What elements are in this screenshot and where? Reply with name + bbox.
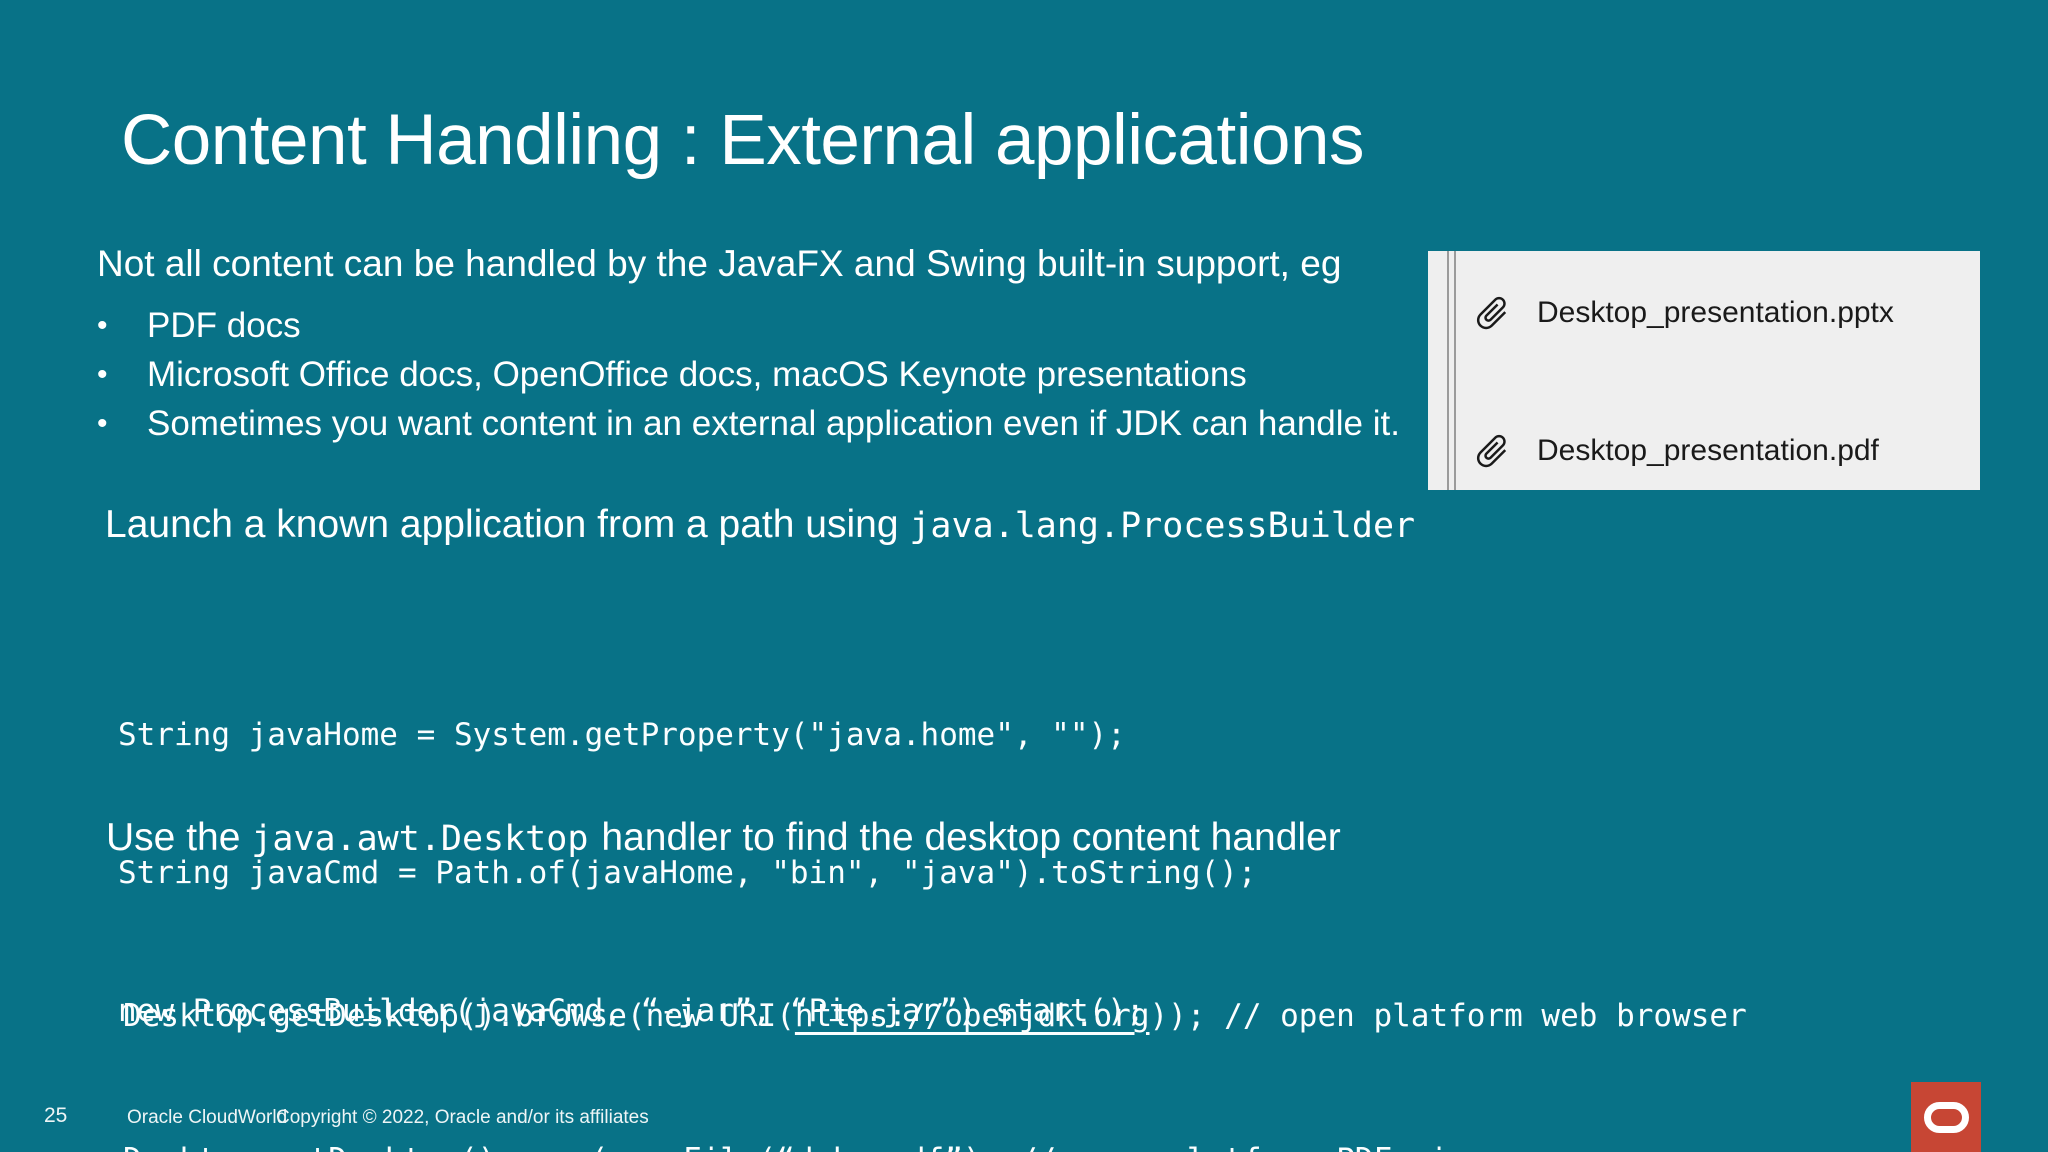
bullet-dot: • — [97, 407, 108, 440]
paperclip-icon — [1464, 423, 1521, 480]
desktop-statement-prefix: Use the — [106, 816, 252, 859]
footer-event-name: Oracle CloudWorld — [127, 1107, 288, 1128]
attachment-item-pptx[interactable]: Desktop_presentation.pptx — [1472, 285, 1894, 341]
page-number: 25 — [44, 1104, 68, 1127]
attachment-item-pdf[interactable]: Desktop_presentation.pdf — [1472, 423, 1879, 479]
code-line: new ProcessBuilder(javaCmd, “-jar”, “Pie… — [118, 993, 1145, 1029]
desktop-statement-suffix: handler to find the desktop content hand… — [601, 816, 1341, 859]
inline-code-desktop: java.awt.Desktop — [251, 819, 589, 859]
bullet-list: • PDF docs • Microsoft Office docs, Open… — [97, 308, 1400, 455]
code-line: String javaHome = System.getProperty("ja… — [118, 717, 1126, 753]
code-text: )); // open platform web browser — [1149, 998, 1747, 1034]
code-line: String javaCmd = Path.of(javaHome, "bin"… — [118, 855, 1257, 891]
desktop-statement: Use the java.awt.Desktop handler to find … — [106, 816, 1341, 860]
launch-statement-text: Launch a known application from a path u… — [105, 503, 910, 546]
attachment-filename: Desktop_presentation.pptx — [1537, 296, 1894, 329]
code-text: Desktop.getDesktop().browse(new URI( — [123, 998, 795, 1034]
launch-statement: Launch a known application from a path u… — [105, 503, 1415, 547]
attachment-filename: Desktop_presentation.pdf — [1537, 434, 1879, 467]
bullet-item: • PDF docs — [97, 308, 1400, 343]
footer-copyright: Copyright © 2022, Oracle and/or its affi… — [276, 1107, 649, 1128]
bullet-dot: • — [97, 309, 108, 342]
bullet-text: Sometimes you want content in an externa… — [147, 404, 1400, 443]
code-line: Desktop.getDesktop().open(new File(“duke… — [123, 1136, 1747, 1152]
attachment-panel: Desktop_presentation.pptx Desktop_presen… — [1428, 251, 1980, 490]
panel-divider-line — [1447, 251, 1449, 490]
bullet-text: PDF docs — [147, 306, 301, 345]
code-line: Desktop.getDesktop().browse(new URI(http… — [123, 992, 1747, 1040]
paperclip-icon — [1464, 285, 1521, 342]
code-block-processbuilder: String javaHome = System.getProperty("ja… — [118, 620, 1256, 1126]
code-block-desktop: Desktop.getDesktop().browse(new URI(http… — [123, 896, 1747, 1152]
bullet-item: • Sometimes you want content in an exter… — [97, 406, 1400, 441]
oracle-o-icon — [1923, 1101, 1969, 1133]
bullet-item: • Microsoft Office docs, OpenOffice docs… — [97, 357, 1400, 392]
intro-text: Not all content can be handled by the Ja… — [97, 243, 1342, 284]
inline-code-processbuilder: java.lang.ProcessBuilder — [909, 506, 1416, 546]
bullet-text: Microsoft Office docs, OpenOffice docs, … — [147, 355, 1247, 394]
oracle-logo — [1911, 1082, 1981, 1152]
bullet-dot: • — [97, 358, 108, 391]
openjdk-link[interactable]: https://openjdk.org — [794, 998, 1150, 1034]
panel-divider-line — [1454, 251, 1456, 490]
slide-title: Content Handling : External applications — [121, 101, 1365, 180]
